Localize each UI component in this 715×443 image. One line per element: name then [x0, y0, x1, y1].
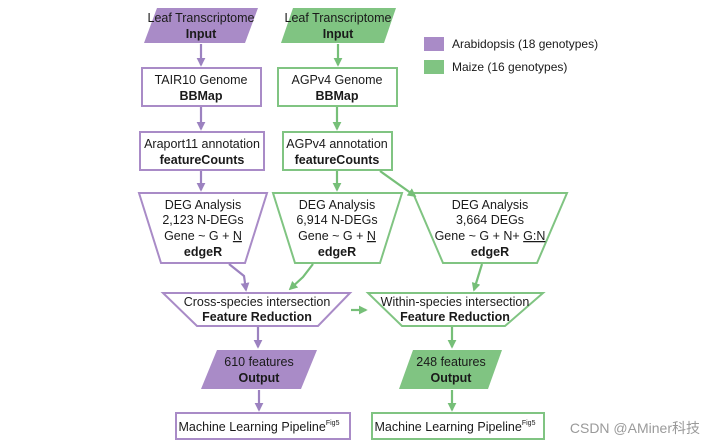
arabidopsis-intersection-node: Cross-species intersection Feature Reduc… — [160, 292, 353, 327]
arabidopsis-output-label: Output — [239, 371, 281, 385]
arabidopsis-output-node: 610 features Output — [201, 350, 317, 389]
maize-intersection-title: Within-species intersection — [381, 295, 530, 309]
maize-output-count: 248 features — [416, 355, 486, 369]
maize-ml-label: Machine Learning PipelineFig5 — [375, 420, 536, 434]
maize-genome-title: AGPv4 Genome — [291, 73, 382, 87]
maize-annotation-tool: featureCounts — [295, 153, 380, 167]
maize-deg-gn-count: 3,664 DEGs — [456, 213, 524, 227]
watermark-text: CSDN @AMiner科技 — [570, 420, 700, 436]
arabidopsis-ml-label: Machine Learning PipelineFig5 — [179, 420, 340, 434]
maize-deg-gn-node: DEG Analysis 3,664 DEGs Gene ~ G + N+ G:… — [411, 192, 569, 264]
arabidopsis-genome-title: TAIR10 Genome — [155, 73, 248, 87]
maize-deg-n-model: Gene ~ G + N — [298, 229, 376, 243]
maize-deg-n-title: DEG Analysis — [299, 198, 375, 212]
arabidopsis-ml-node: Machine Learning PipelineFig5 — [175, 412, 351, 440]
arabidopsis-annotation-title: Araport11 annotation — [144, 137, 260, 151]
arrow-maize-deg-n-cross-intersection — [288, 263, 314, 291]
arrow-maize-deg-gn-within-intersection — [471, 263, 484, 292]
arabidopsis-deg-node: DEG Analysis 2,123 N-DEGs Gene ~ G + N e… — [137, 192, 269, 264]
maize-genome-tool: BBMap — [315, 89, 358, 103]
maize-input-node: Leaf Transcriptome Input — [281, 8, 396, 43]
legend-swatch-maize — [424, 60, 444, 74]
maize-deg-n-node: DEG Analysis 6,914 N-DEGs Gene ~ G + N e… — [271, 192, 404, 264]
arabidopsis-deg-title: DEG Analysis — [165, 198, 241, 212]
arabidopsis-annotation-tool: featureCounts — [160, 153, 245, 167]
maize-deg-gn-tool: edgeR — [471, 245, 509, 259]
legend-label-arabidopsis: Arabidopsis (18 genotypes) — [452, 37, 598, 51]
maize-deg-gn-model: Gene ~ G + N+ G:N — [435, 229, 546, 243]
arabidopsis-deg-tool: edgeR — [184, 245, 222, 259]
maize-intersection-node: Within-species intersection Feature Redu… — [365, 292, 546, 327]
arabidopsis-intersection-title: Cross-species intersection — [184, 295, 331, 309]
arabidopsis-deg-model: Gene ~ G + N — [164, 229, 242, 243]
maize-ml-node: Machine Learning PipelineFig5 — [371, 412, 545, 440]
maize-intersection-label: Feature Reduction — [400, 310, 510, 324]
legend-label-maize: Maize (16 genotypes) — [452, 60, 567, 74]
arabidopsis-genome-node: TAIR10 Genome BBMap — [141, 67, 262, 107]
legend-swatch-arabidopsis — [424, 37, 444, 51]
maize-output-label: Output — [431, 371, 473, 385]
arabidopsis-intersection-label: Feature Reduction — [202, 310, 312, 324]
arrow-arab-deg-intersection — [228, 263, 250, 292]
arabidopsis-output-count: 610 features — [224, 355, 294, 369]
arabidopsis-deg-count: 2,123 N-DEGs — [162, 213, 243, 227]
maize-deg-gn-title: DEG Analysis — [452, 198, 528, 212]
arabidopsis-input-title: Leaf Transcriptome — [148, 11, 255, 25]
maize-annotation-title: AGPv4 annotation — [286, 137, 388, 151]
arrow-maize-annotation-deg-gn — [379, 170, 417, 198]
maize-deg-n-count: 6,914 N-DEGs — [296, 213, 377, 227]
arabidopsis-input-label: Input — [186, 27, 217, 41]
maize-deg-n-tool: edgeR — [318, 245, 356, 259]
arabidopsis-annotation-node: Araport11 annotation featureCounts — [139, 131, 265, 171]
maize-annotation-node: AGPv4 annotation featureCounts — [282, 131, 393, 171]
maize-input-label: Input — [323, 27, 354, 41]
arabidopsis-genome-tool: BBMap — [179, 89, 222, 103]
maize-genome-node: AGPv4 Genome BBMap — [277, 67, 398, 107]
maize-input-title: Leaf Transcriptome — [285, 11, 392, 25]
maize-output-node: 248 features Output — [399, 350, 502, 389]
arabidopsis-input-node: Leaf Transcriptome Input — [144, 8, 258, 43]
